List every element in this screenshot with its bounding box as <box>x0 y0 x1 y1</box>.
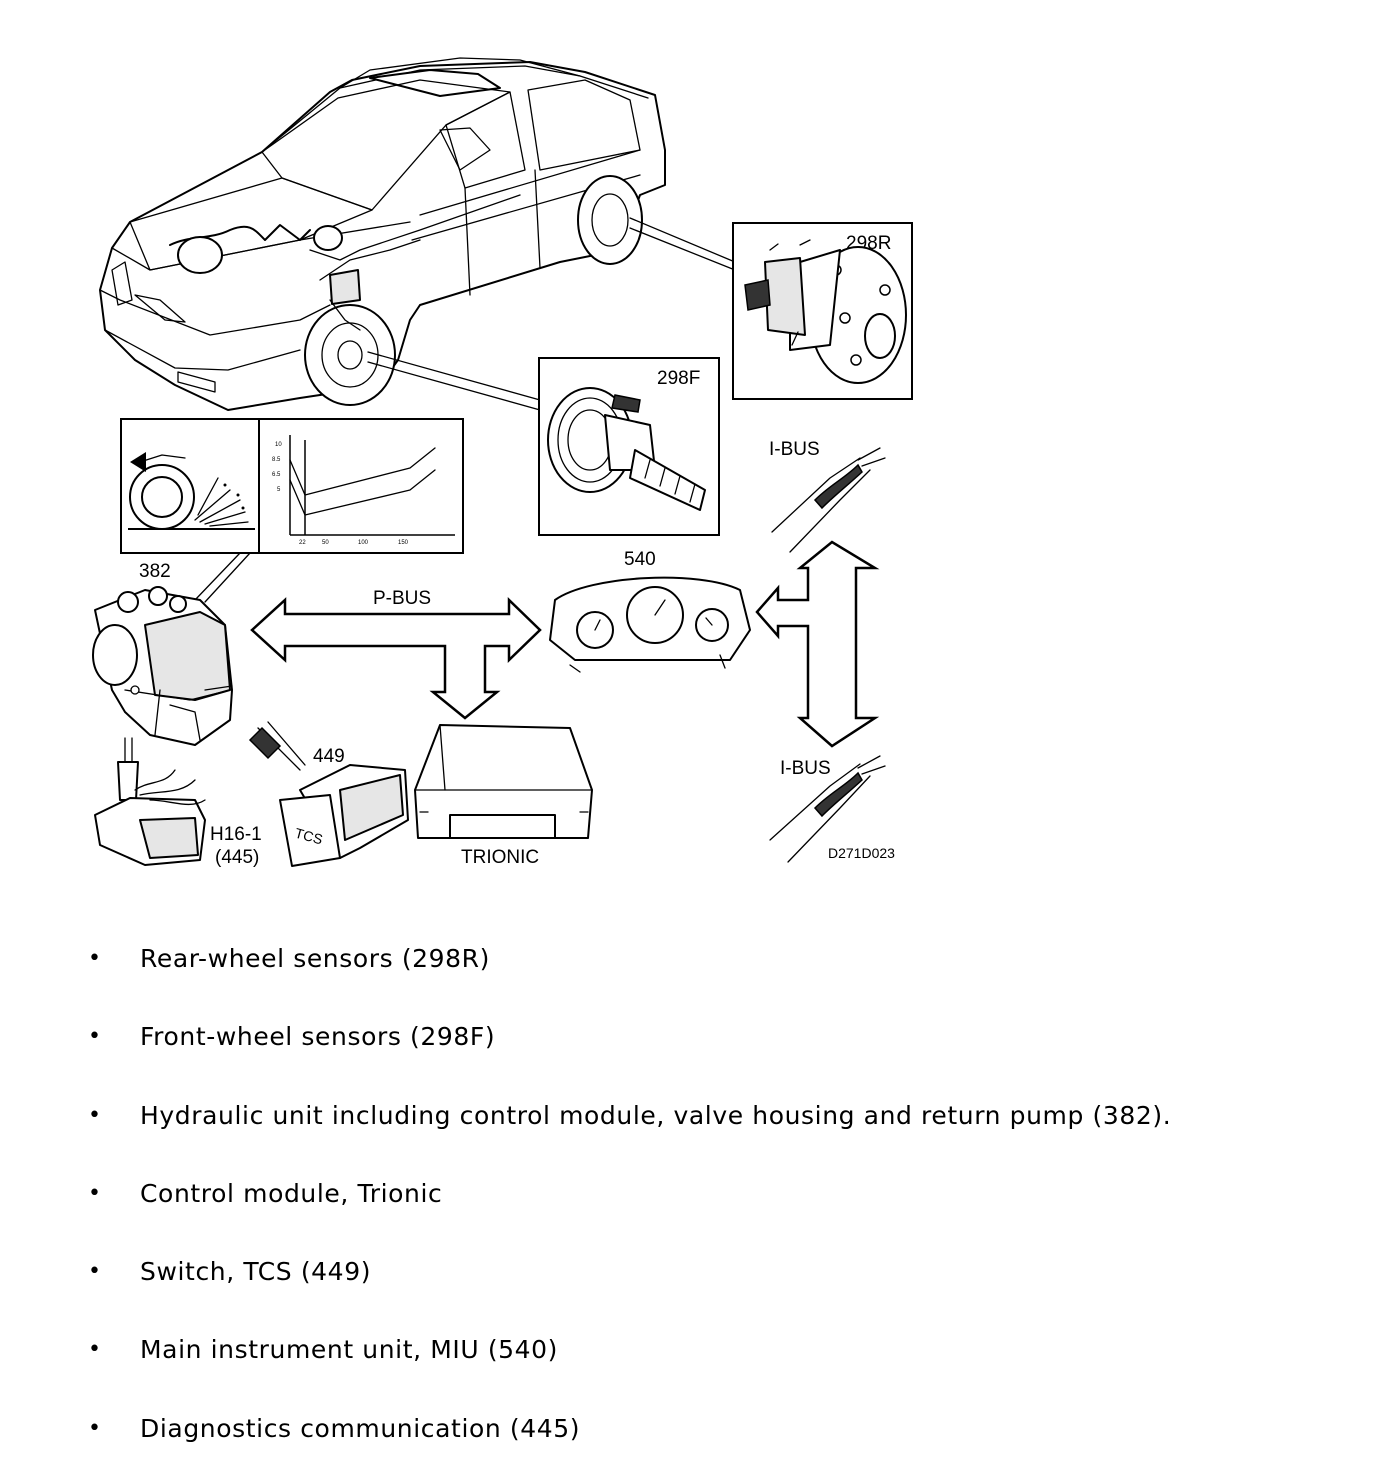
bullet: • <box>88 1337 102 1363</box>
tcs-switch-text: TCS <box>293 825 324 848</box>
list-item-text: Rear-wheel sensors (298R) <box>140 944 491 973</box>
bullet: • <box>88 1259 102 1285</box>
trionic-label: TRIONIC <box>461 847 539 868</box>
list-item: • Diagnostics communication (445) <box>88 1395 1171 1473</box>
rear-wheel-sensor-box: 298R <box>732 222 913 400</box>
tcs-switch-label: 449 <box>313 746 345 767</box>
car-illustration <box>99 57 666 411</box>
y-tick: 6.5 <box>272 472 281 478</box>
list-item-text: Hydraulic unit including control module,… <box>140 1100 1172 1130</box>
trionic-module: TRIONIC <box>414 724 593 868</box>
y-tick: 8.5 <box>272 457 281 463</box>
i-bus-arrows: I-BUS I-BUS <box>755 439 880 779</box>
tcs-system-diagram: 298R 298F <box>92 57 913 868</box>
bullet: • <box>88 1180 102 1206</box>
hydraulic-unit: 382 <box>92 561 233 746</box>
tcs-switch: 449 TCS <box>248 721 409 867</box>
i-bus-cable-bottom <box>769 755 886 863</box>
list-item-text: Switch, TCS (449) <box>140 1257 372 1287</box>
p-bus-label: P-BUS <box>373 588 431 609</box>
diagnostic-connector: H16-1 (445) <box>94 737 262 868</box>
main-instrument-unit: 540 <box>549 549 751 673</box>
list-item-text: Control module, Trionic <box>140 1178 443 1208</box>
bullet: • <box>88 1415 102 1441</box>
slip-graph-box: 10 8.5 6.5 5 22 50 100 150 <box>120 418 464 603</box>
y-tick: 10 <box>275 442 282 448</box>
bullet: • <box>88 1102 102 1128</box>
x-tick: 100 <box>358 540 369 546</box>
bullet: • <box>88 946 102 971</box>
spinning-wheel-icon <box>128 452 255 530</box>
list-item: • Control module, Trionic <box>88 1160 1171 1238</box>
leader-lines <box>367 217 736 411</box>
i-bus-cable-top <box>771 447 886 553</box>
x-tick: 22 <box>299 540 306 546</box>
list-item-text: Front-wheel sensors (298F) <box>140 1022 496 1052</box>
list-item: • Rear-wheel sensors (298R) <box>88 925 1171 1003</box>
i-bus-top-label: I-BUS <box>769 439 820 460</box>
list-item: • Hydraulic unit including control module… <box>88 1082 1171 1160</box>
drawing-id: D271D023 <box>828 845 895 861</box>
y-tick: 5 <box>277 487 281 493</box>
front-wheel-sensor-box: 298F <box>538 357 720 536</box>
i-bus-bottom-label: I-BUS <box>780 758 831 779</box>
list-item-text: Main instrument unit, MIU (540) <box>140 1335 559 1365</box>
front-sensor-label: 298F <box>657 368 700 389</box>
speed-graph: 10 8.5 6.5 5 22 50 100 150 <box>272 435 455 546</box>
x-tick: 150 <box>398 540 409 546</box>
component-list: • Rear-wheel sensors (298R) • Front-wheel … <box>88 925 1171 1473</box>
list-item: • Front-wheel sensors (298F) <box>88 1003 1171 1081</box>
hydraulic-unit-label: 382 <box>139 561 171 582</box>
x-tick: 50 <box>322 540 329 546</box>
list-item: • Main instrument unit, MIU (540) <box>88 1316 1171 1394</box>
miu-label: 540 <box>624 549 656 570</box>
bullet: • <box>88 1024 102 1050</box>
list-item-text: Diagnostics communication (445) <box>140 1413 581 1443</box>
list-item: • Switch, TCS (449) <box>88 1238 1171 1316</box>
diag-connector-ref: (445) <box>215 847 259 868</box>
p-bus-arrows: P-BUS <box>250 588 542 720</box>
diag-connector-label: H16-1 <box>210 824 262 845</box>
